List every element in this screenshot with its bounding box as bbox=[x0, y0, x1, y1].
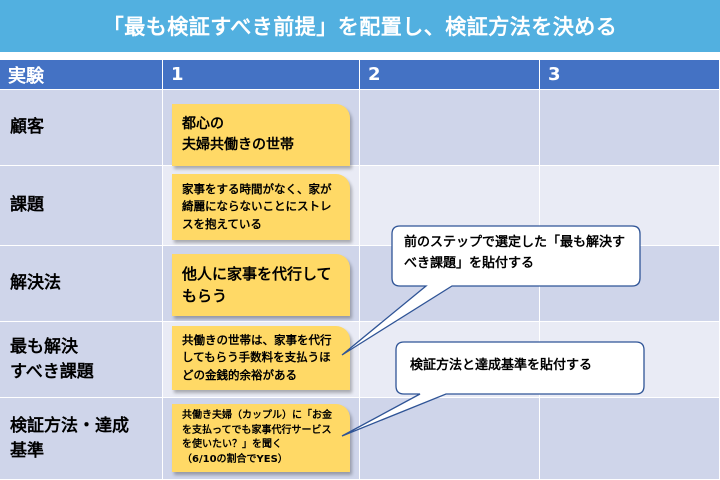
cell-customer-2 bbox=[360, 90, 540, 166]
sticky-note-method[interactable]: 共働き夫婦（カップル）に「お金を支払ってでも家事代行サービスを使いたい？」を聞く… bbox=[172, 404, 350, 472]
sticky-note-top-problem[interactable]: 共働きの世帯は、家事を代行してもらう手数料を支払うほどの金銭的余裕がある bbox=[172, 326, 350, 390]
cell-method-2 bbox=[360, 398, 540, 480]
callout-text-paste-top-problem: 前のステップで選定した「最も解決すべき課題」を貼付する bbox=[404, 235, 626, 271]
page-title: 「最も検証すべき前提」を配置し、検証方法を決める bbox=[0, 0, 720, 52]
sticky-note-problem[interactable]: 家事をする時間がなく、家が綺麗にならないことにストレスを抱えている bbox=[172, 174, 350, 240]
row-label-top-problem: 最も解決 すべき課題 bbox=[0, 322, 163, 398]
column-header-1: 1 bbox=[163, 60, 360, 90]
callout-text-paste-method: 検証方法と達成基準を貼付する bbox=[410, 358, 593, 373]
column-header-2: 2 bbox=[360, 60, 540, 90]
sticky-note-customer[interactable]: 都心の 夫婦共働きの世帯 bbox=[172, 104, 350, 166]
row-label-problem: 課題 bbox=[0, 166, 163, 246]
table-corner-header: 実験 bbox=[0, 60, 163, 90]
row-label-method: 検証方法・達成 基準 bbox=[0, 398, 163, 480]
sticky-note-solution[interactable]: 他人に家事を代行してもらう bbox=[172, 254, 350, 316]
cell-customer-3 bbox=[540, 90, 720, 166]
row-label-customer: 顧客 bbox=[0, 90, 163, 166]
cell-method-3 bbox=[540, 398, 720, 480]
column-header-3: 3 bbox=[540, 60, 720, 90]
row-label-solution: 解決法 bbox=[0, 246, 163, 322]
